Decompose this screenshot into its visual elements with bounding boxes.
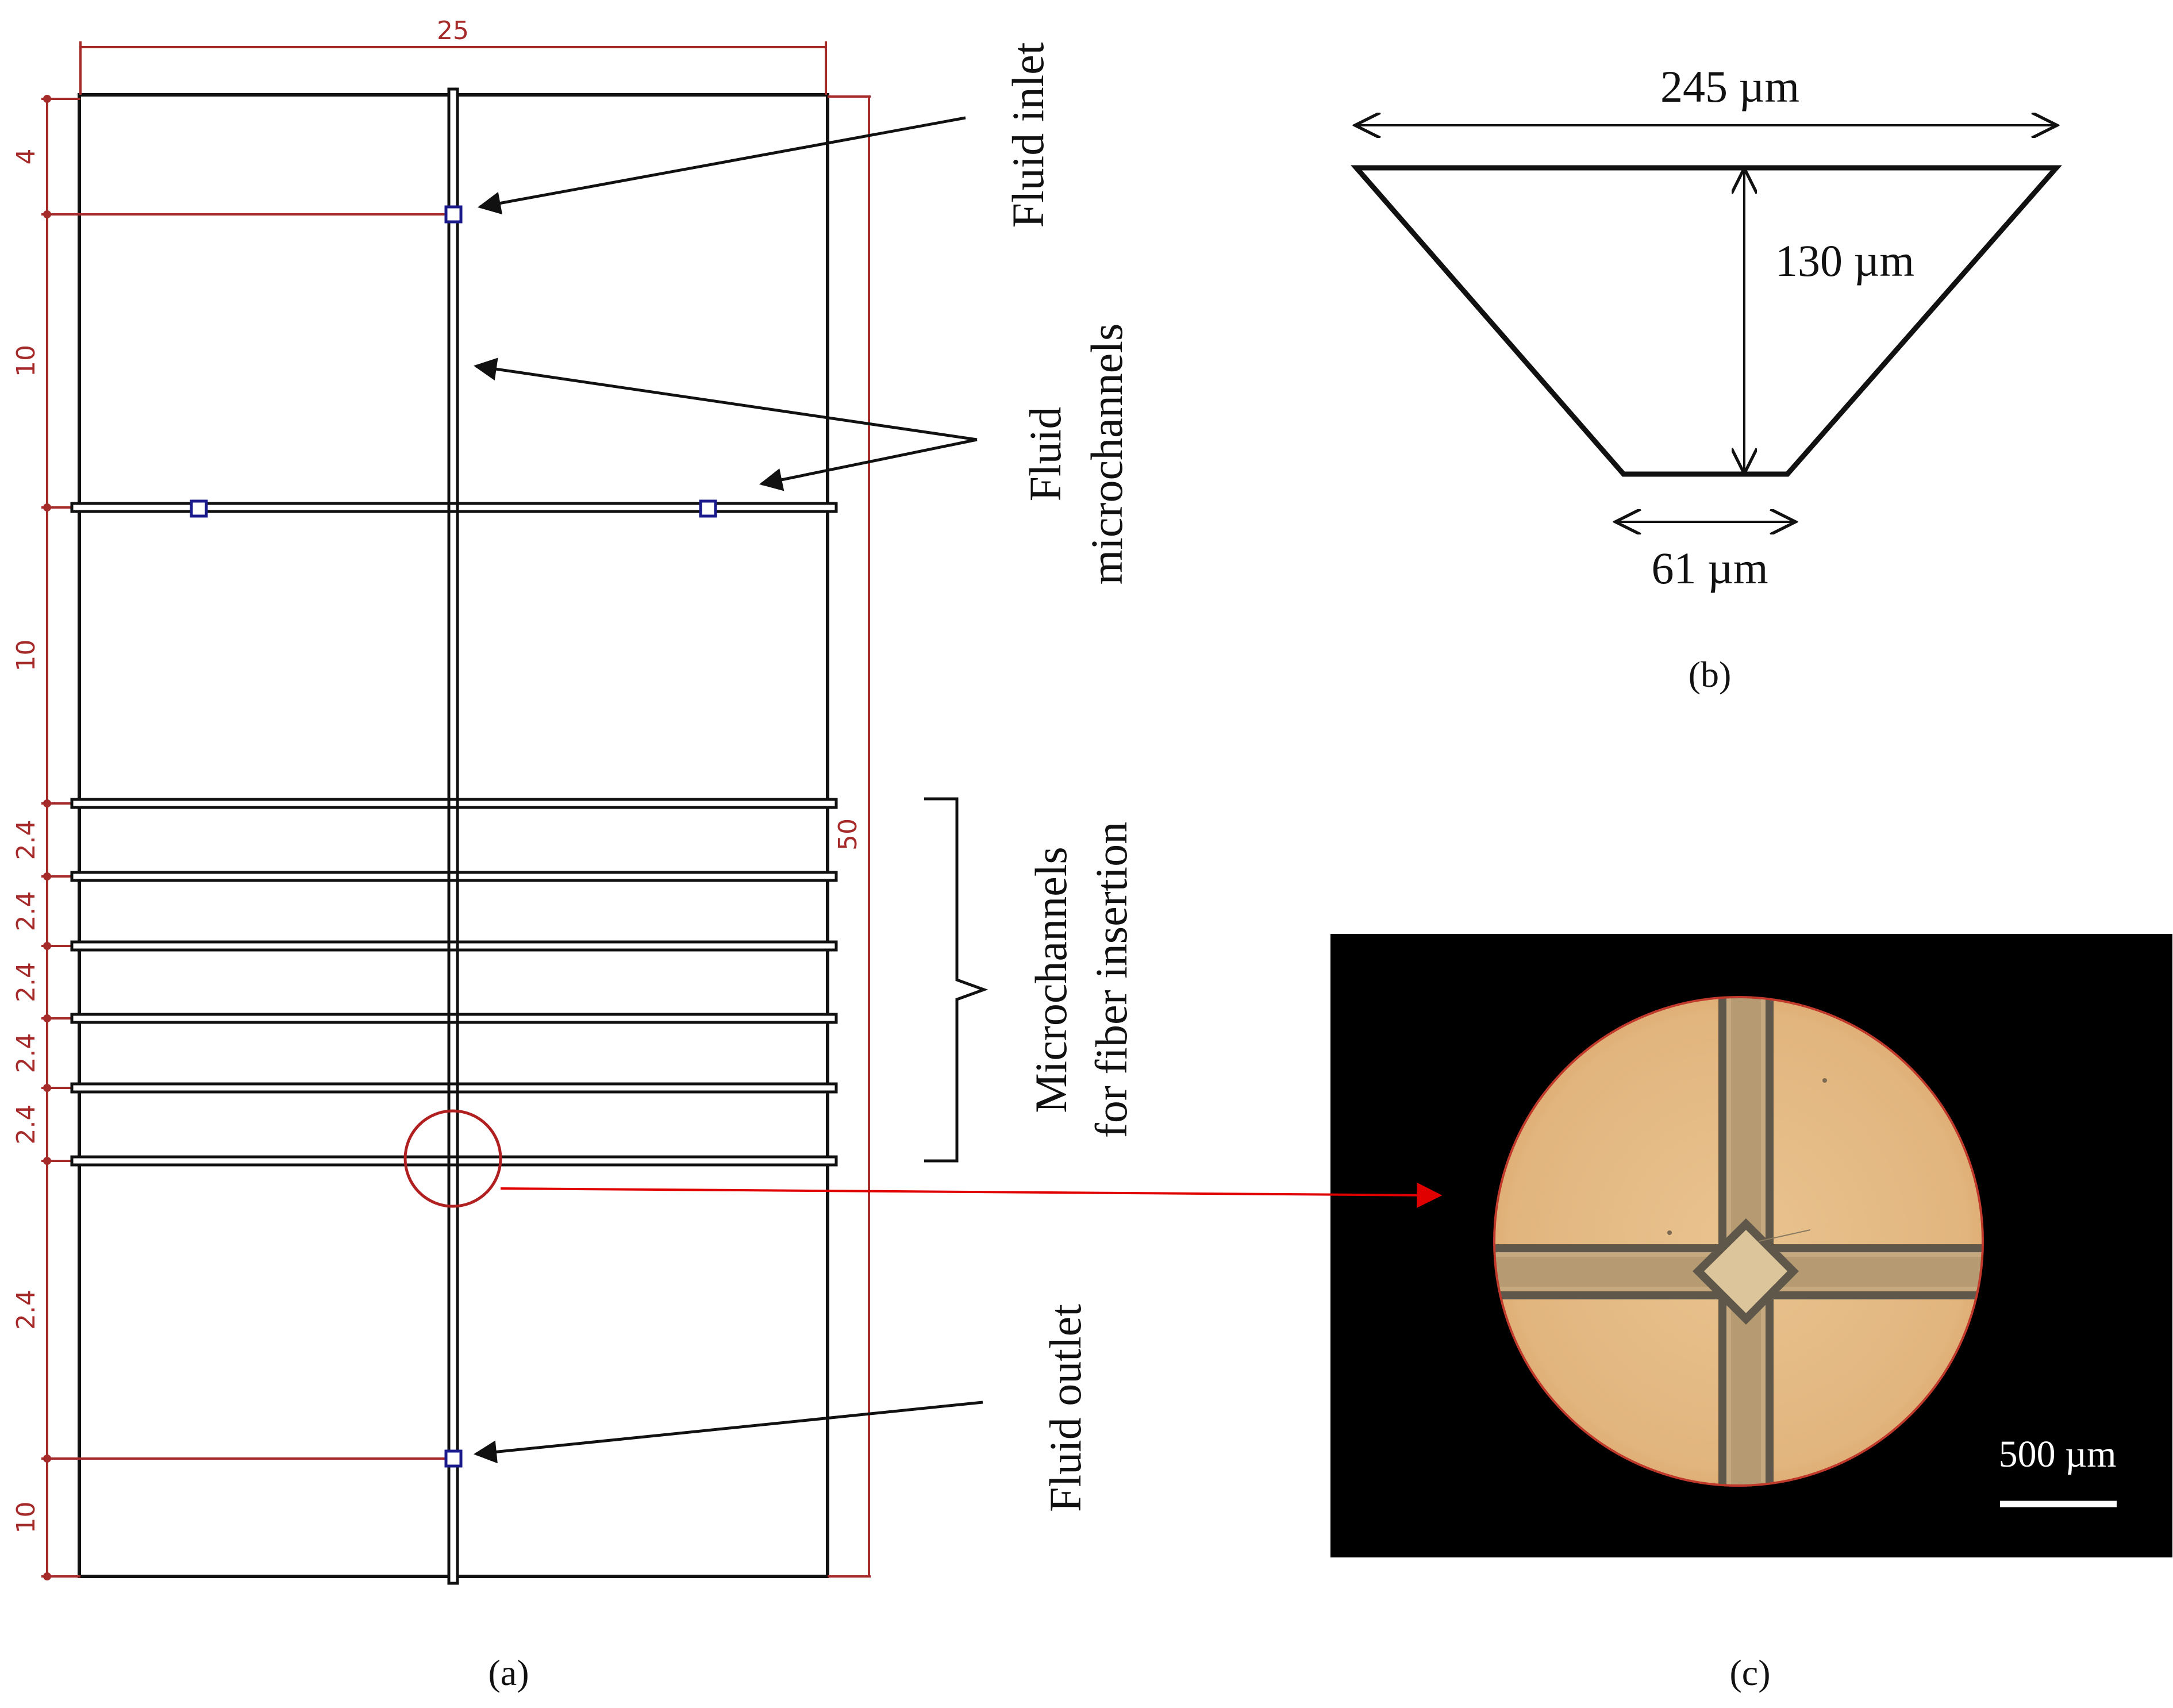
left-dim-label: 4 <box>11 149 41 165</box>
scale-bar-label: 500 µm <box>1999 1433 2117 1475</box>
dimension-dot <box>43 799 51 807</box>
panel-c-caption: (c) <box>1729 1652 1770 1693</box>
dimension-dot <box>43 503 51 511</box>
left-dim-label: 2.4 <box>11 820 41 860</box>
micrograph-field <box>1494 997 1983 1486</box>
side-port-left <box>190 499 208 518</box>
panel-b: 245 µm 130 µm 61 µm (b) <box>1351 61 2062 695</box>
side-port-right <box>699 499 717 518</box>
panel-a: 25 50 4 10 10 2.4 2.4 2.4 2.4 2.4 2.4 10 4 <box>11 0 1136 1693</box>
dimension-dot <box>43 872 51 880</box>
microchannel-arrow-2 <box>759 438 978 491</box>
panel-b-caption: (b) <box>1689 654 1732 695</box>
left-dimension-chain: 4 10 10 2.4 2.4 2.4 2.4 2.4 2.4 10 4 <box>11 0 80 1580</box>
fiber-channel <box>70 1013 838 1024</box>
left-dim-label: 2.4 <box>11 1033 41 1074</box>
width-dimension: 25 <box>79 16 827 95</box>
bottom-width-label: 61 µm <box>1651 543 1768 593</box>
fluid-outlet-label: Fluid outlet <box>1040 1304 1090 1512</box>
left-dim-label: 10 <box>11 1502 41 1534</box>
left-dim-label: 2.4 <box>11 1290 41 1330</box>
top-width-label: 245 µm <box>1660 61 1799 111</box>
left-dim-label: 4 <box>26 0 43 6</box>
inlet-arrow <box>478 116 966 215</box>
height-dim-label: 50 <box>833 818 863 851</box>
dimension-dot <box>43 1157 51 1165</box>
fiber-channels-label-line2: for fiber insertion <box>1086 822 1136 1138</box>
dimension-dot <box>43 1014 51 1022</box>
panel-c: 500 µm (c) <box>1330 934 2172 1693</box>
zoom-pointer-arrow <box>500 1182 1443 1208</box>
dimension-dot <box>43 942 51 950</box>
dimension-dot <box>43 95 51 103</box>
panel-a-caption: (a) <box>488 1652 529 1693</box>
height-dimension: 50 <box>828 95 871 1578</box>
fiber-channel <box>70 940 838 952</box>
left-dim-label: 2.4 <box>11 1105 41 1145</box>
fluid-microchannels-label-line1: Fluid <box>1020 407 1070 502</box>
fiber-channel <box>70 1082 838 1094</box>
fiber-channels-label-line1: Microchannels <box>1026 847 1076 1113</box>
dimension-dot <box>43 1572 51 1580</box>
depth-label: 130 µm <box>1775 236 1914 286</box>
fiber-channel <box>70 871 838 882</box>
channel-cross-section <box>1351 165 2062 477</box>
inlet-port <box>444 205 463 224</box>
left-dim-label: 2.4 <box>11 891 41 932</box>
dimension-dot <box>43 1084 51 1092</box>
zoom-circle <box>403 1109 502 1208</box>
fiber-channel <box>70 1155 838 1167</box>
outlet-port <box>444 1449 463 1468</box>
micrograph-rim <box>1493 996 1984 1487</box>
left-dim-label: 2.4 <box>11 962 41 1002</box>
fiber-channel <box>70 798 838 809</box>
fiber-channels-brace <box>924 797 989 1163</box>
left-dim-label: 10 <box>11 640 41 672</box>
microchannel-arrow-1 <box>474 357 978 441</box>
left-dim-label: 10 <box>11 345 41 377</box>
outlet-arrow <box>474 1401 983 1464</box>
width-dim-label: 25 <box>437 16 469 45</box>
fluid-microchannels-label-line2: microchannels <box>1082 324 1132 585</box>
fluid-crosschannel <box>70 502 838 513</box>
horizontal-channels <box>70 502 838 1167</box>
fluid-inlet-label: Fluid inlet <box>1003 42 1053 228</box>
